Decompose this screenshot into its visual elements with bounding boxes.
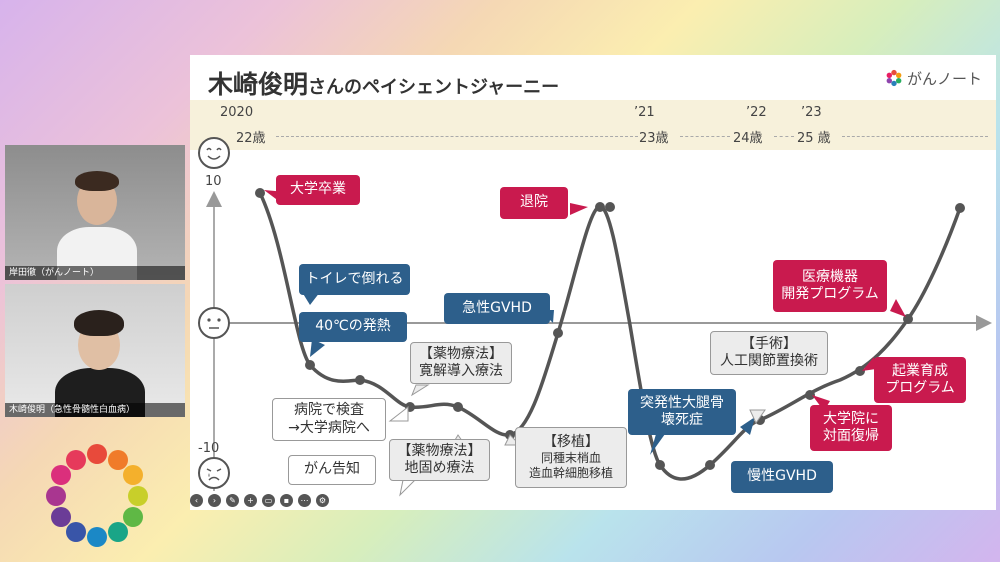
callout-grad-school-return: 大学院に 対面復帰 [810,405,892,451]
callout-acute-gvhd: 急性GVHD [444,293,550,324]
callout-medical-device-program: 医療機器 開発プログラム [773,260,887,312]
callout-chronic-gvhd: 慢性GVHD [731,461,833,493]
timeline-year: ’22 [746,105,767,120]
callout-text: 同種末梢血 [540,451,601,466]
timeline-dash [276,136,638,137]
callout-femoral-necrosis: 突発性大腿骨 壊死症 [628,389,736,435]
timeline-age: 23歳 [639,131,669,146]
callout-text: 大学卒業 [290,181,346,198]
callout-text: 大学院に [823,410,879,427]
timeline-dash [842,136,988,137]
guest-figure [55,302,145,417]
timeline-band: 2020 ’21 ’22 ’23 22歳 23歳 24歳 25 歳 [190,100,996,150]
timeline-age: 24歳 [733,131,763,146]
title-rest: さんのペイシェントジャーニー [308,77,560,98]
callout-text: 急性GVHD [462,299,532,316]
timeline-dash [774,136,794,137]
more-icon[interactable]: ⋯ [298,493,311,507]
callout-text: 【薬物療法】 [419,345,503,362]
timeline-year: ’23 [801,105,822,120]
video-tile-guest[interactable]: 木崎俊明（急性骨髄性白血病） [5,284,185,417]
callout-text: 人工関節置換術 [720,353,818,369]
callout-graduation: 大学卒業 [276,175,360,205]
callout-text: がん告知 [304,461,360,478]
previous-icon[interactable]: ‹ [190,493,203,507]
callout-text: 慢性GVHD [747,468,817,485]
callout-text: 退院 [520,194,548,211]
data-point [305,360,315,370]
data-point [355,375,365,385]
data-point [855,366,865,376]
zoom-icon[interactable]: + [244,493,257,507]
callout-transplant: 【移植】 同種末梢血 造血幹細胞移植 [515,427,627,488]
callout-text: 地固め療法 [404,460,475,476]
next-icon[interactable]: › [208,493,221,507]
callout-text: 起業育成 [892,362,948,379]
crying-face-icon [198,457,230,489]
callout-text: 病院で検査 [294,402,364,418]
callout-text: 壊死症 [661,412,703,428]
timeline-age: 25 歳 [797,131,831,146]
callout-text: 【移植】 [543,433,599,450]
callout-discharge: 退院 [500,187,568,219]
callout-text: プログラム [885,380,955,396]
participant-name: 岸田徹（がんノート） [5,266,185,280]
data-point [705,460,715,470]
callout-collapse: トイレで倒れる [299,264,410,295]
callout-startup-program: 起業育成 プログラム [874,357,966,403]
callout-text: トイレで倒れる [305,270,404,287]
timeline-year: 2020 [220,105,254,120]
callout-text: →大学病院へ [288,419,370,436]
callout-text: 40℃の発熱 [315,318,391,335]
brand-logo: がんノート [885,68,982,89]
participant-name: 木崎俊明（急性骨髄性白血病） [5,403,185,417]
callout-text: 医療機器 [802,268,858,285]
presentation-slide: 木崎俊明さんのペイシェントジャーニー がんノート 2020 ’21 ’22 ’2… [190,55,996,510]
brand-name: がんノート [906,70,982,88]
callout-text: 【薬物療法】 [397,442,482,459]
data-point [605,202,615,212]
happy-face-icon [198,137,230,169]
settings-icon[interactable]: ⚙ [316,493,329,507]
callout-text: 突発性大腿骨 [640,394,724,411]
callout-text: 開発プログラム [781,286,879,302]
data-point [655,460,665,470]
slideshow-controls: ‹ › ✎ + ▭ ▪ ⋯ ⚙ [190,491,329,509]
data-point [453,402,463,412]
host-figure [57,165,137,280]
camera-icon[interactable]: ▪ [280,493,293,507]
video-tile-host[interactable]: 岸田徹（がんノート） [5,145,185,280]
timeline-dash [680,136,730,137]
callout-fever: 40℃の発熱 [299,312,407,342]
callout-consolidation-therapy: 【薬物療法】 地固め療法 [389,439,490,481]
slide-title: 木崎俊明さんのペイシェントジャーニー [208,65,559,101]
flower-icon [886,69,902,87]
captions-icon[interactable]: ▭ [262,493,275,507]
data-point [255,188,265,198]
callout-text: 寛解導入療法 [419,363,503,379]
axis-min-label: -10 [198,441,220,456]
callout-induction-therapy: 【薬物療法】 寛解導入療法 [410,342,512,384]
callout-hospital-exam: 病院で検査 →大学病院へ [272,398,386,441]
data-point [595,202,605,212]
timeline-year: ’21 [634,105,655,120]
data-point [955,203,965,213]
neutral-face-icon [198,307,230,339]
callout-text: 造血幹細胞移植 [528,466,613,481]
callout-surgery: 【手術】 人工関節置換術 [710,331,828,375]
timeline-age: 22歳 [236,131,266,146]
title-name: 木崎俊明 [208,70,309,99]
pen-icon[interactable]: ✎ [226,493,239,507]
data-point [553,328,563,338]
callout-diagnosis: がん告知 [288,455,376,485]
callout-text: 【手術】 [741,335,797,352]
axis-max-label: 10 [205,174,222,189]
callout-text: 対面復帰 [823,428,879,444]
data-point [805,390,815,400]
ring-logo [46,444,148,547]
